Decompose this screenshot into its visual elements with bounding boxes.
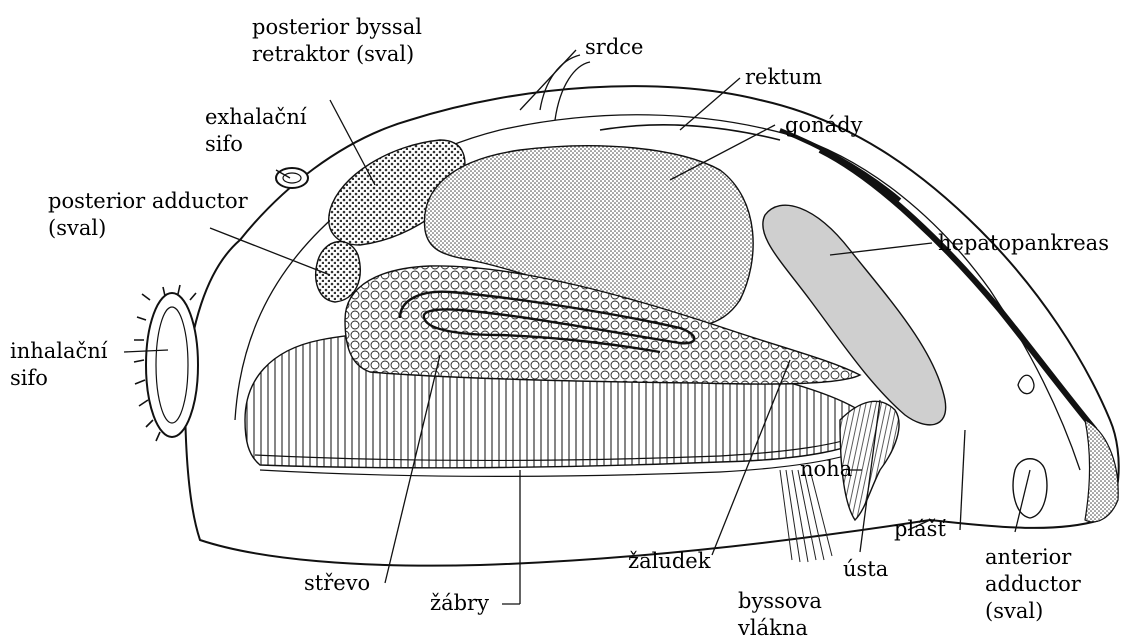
label-posterior-byssal-retractor: posterior byssal retraktor (sval) xyxy=(252,14,422,68)
label-line: inhalační xyxy=(10,338,108,365)
label-usta: ústa xyxy=(843,556,888,583)
label-line: retraktor (sval) xyxy=(252,41,422,68)
label-zaludek: žaludek xyxy=(628,548,710,575)
label-zabry: žábry xyxy=(430,590,489,617)
label-srdce: srdce xyxy=(585,34,643,61)
label-line: (sval) xyxy=(985,598,1081,625)
inhalant-siphon xyxy=(134,285,198,441)
label-rektum: rektum xyxy=(745,64,822,91)
label-exhalacni-sifo: exhalační sifo xyxy=(205,104,307,158)
label-line: sifo xyxy=(205,131,307,158)
label-line: byssova xyxy=(738,588,822,615)
label-anterior-adductor: anterior adductor (sval) xyxy=(985,544,1081,625)
label-line: adductor xyxy=(985,571,1081,598)
label-inhalacni-sifo: inhalační sifo xyxy=(10,338,108,392)
label-posterior-adductor: posterior adductor (sval) xyxy=(48,188,248,242)
label-strevo: střevo xyxy=(304,570,370,597)
anterior-adductor xyxy=(1013,459,1047,518)
label-gonady: gonády xyxy=(785,112,862,139)
label-line: anterior xyxy=(985,544,1081,571)
label-line: exhalační xyxy=(205,104,307,131)
label-line: sifo xyxy=(10,365,108,392)
label-byssova-vlakna: byssova vlákna xyxy=(738,588,822,642)
label-line: posterior byssal xyxy=(252,14,422,41)
label-line: (sval) xyxy=(48,215,248,242)
exhalant-siphon xyxy=(276,168,308,188)
label-line: vlákna xyxy=(738,615,822,642)
label-plast: plášť xyxy=(894,516,946,543)
label-hepatopankreas: hepatopankreas xyxy=(938,230,1109,257)
label-line: posterior adductor xyxy=(48,188,248,215)
label-noha: noha xyxy=(800,456,852,483)
